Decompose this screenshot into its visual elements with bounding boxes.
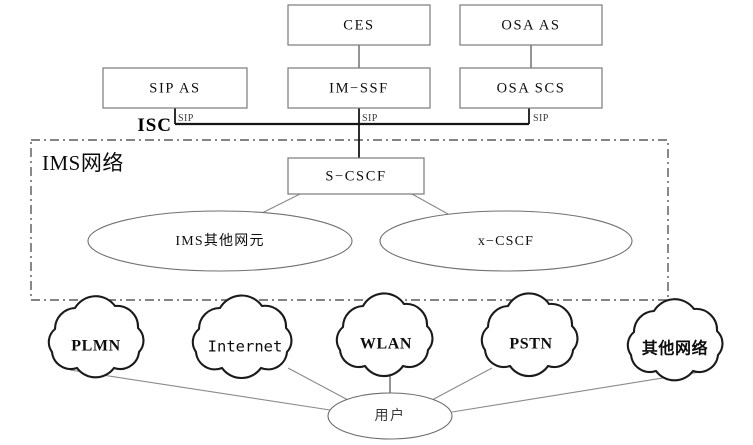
node-label-osa-as: OSA AS [501, 17, 560, 33]
node-label-user: 用户 [375, 407, 406, 424]
cloud-wlan[interactable]: WLAN [335, 292, 434, 378]
connector-user-to-other-network [451, 371, 701, 413]
sip-label-right: SIP [533, 113, 549, 124]
connector-user-to-plmn [69, 369, 331, 411]
node-label-osa-scs: OSA SCS [497, 80, 566, 96]
node-label-ims-other: IMS其他网元 [175, 233, 264, 249]
node-label-ces: CES [343, 17, 374, 33]
cloud-label-internet: Internet [208, 338, 283, 356]
cloud-label-wlan: WLAN [360, 336, 412, 353]
node-ellipse-user[interactable]: 用户 [327, 392, 453, 440]
cloud-pstn[interactable]: PSTN [480, 292, 579, 378]
node-box-osa-as[interactable]: OSA AS [459, 4, 603, 46]
cloud-other-network[interactable]: 其他网络 [626, 298, 724, 382]
sip-label-left: SIP [178, 113, 194, 124]
ims-network-region [30, 139, 669, 301]
node-ellipse-x-cscf[interactable]: x−CSCF [379, 210, 633, 272]
cloud-internet[interactable]: Internet [191, 294, 293, 380]
node-label-s-cscf: S−CSCF [325, 168, 386, 184]
connector-scscf-to-ims-other [257, 193, 301, 216]
connector-scscf-to-xcscf [411, 193, 449, 215]
node-box-s-cscf[interactable]: S−CSCF [287, 157, 425, 195]
node-ellipse-ims-other[interactable]: IMS其他网元 [87, 210, 353, 272]
node-box-im-ssf[interactable]: IM−SSF [287, 67, 431, 109]
node-box-osa-scs[interactable]: OSA SCS [459, 67, 603, 109]
cloud-plmn[interactable]: PLMN [47, 295, 145, 379]
node-box-ces[interactable]: CES [287, 4, 431, 46]
ims-network-label: IMS网络 [42, 151, 124, 175]
connector-user-to-pstn [431, 367, 493, 401]
cloud-label-other-network: 其他网络 [642, 339, 708, 358]
sip-label-middle: SIP [362, 113, 378, 124]
connector-user-to-internet [287, 367, 349, 401]
cloud-label-plmn: PLMN [71, 338, 121, 355]
isc-interface-label: ISC [137, 115, 172, 136]
cloud-label-pstn: PSTN [509, 336, 552, 353]
node-label-sip-as: SIP AS [149, 80, 200, 96]
node-label-x-cscf: x−CSCF [478, 234, 534, 249]
node-label-im-ssf: IM−SSF [329, 80, 389, 96]
node-box-sip-as[interactable]: SIP AS [102, 67, 248, 109]
